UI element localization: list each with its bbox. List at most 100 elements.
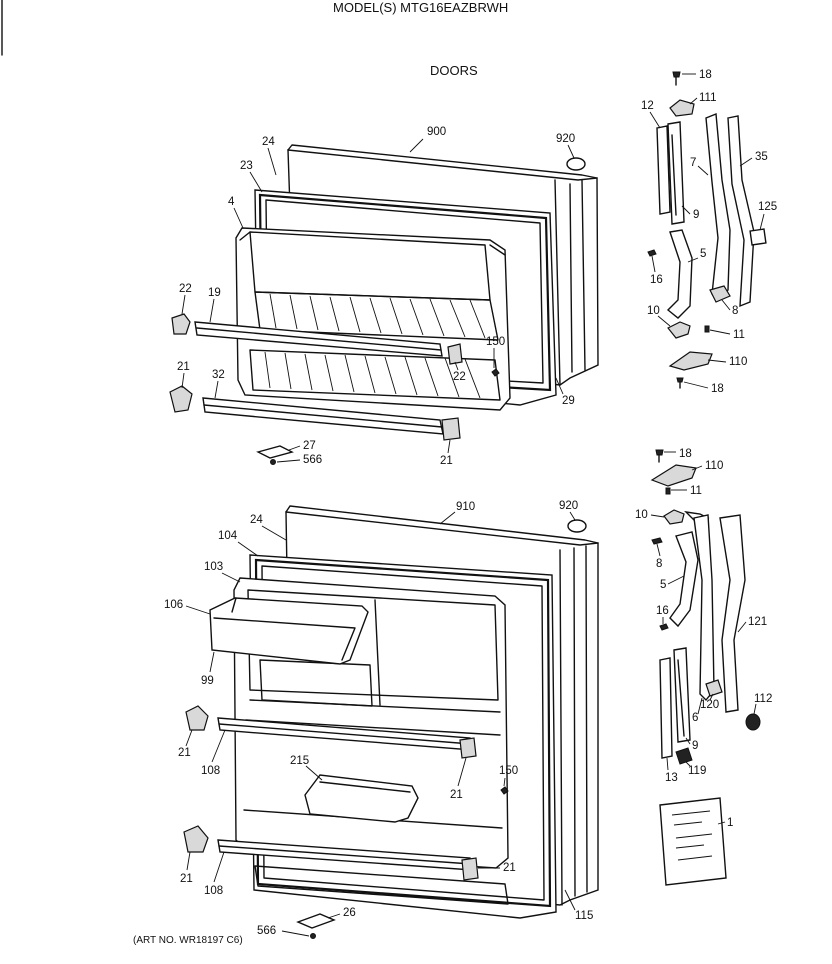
callout-12: 12: [641, 100, 654, 112]
plate-26: [296, 913, 336, 929]
callout-111: 111: [699, 92, 716, 104]
badge-125: [749, 228, 767, 246]
screw-18-upper-bottom: [676, 377, 684, 383]
callout-22-left: 22: [179, 283, 192, 295]
callout-104: 104: [218, 530, 238, 542]
callout-29: 29: [562, 395, 575, 407]
handle-cover-121: [719, 514, 746, 713]
callout-125: 125: [758, 201, 777, 213]
handle-6: [693, 514, 715, 702]
callout-18-c: 18: [679, 448, 692, 460]
bracket-21-left: [169, 385, 193, 413]
callout-32: 32: [212, 369, 225, 381]
callout-110-upper: 110: [729, 356, 747, 368]
screw-11-lower: [665, 487, 671, 495]
hinge-bracket-5-upper: [666, 229, 693, 319]
callout-8-lower: 8: [656, 558, 662, 570]
fresh-food-hinge-callouts: 18 110 11 10 8 5 16 121 120 112 6 9 13 1…: [635, 448, 772, 829]
callout-22-right: 22: [453, 371, 466, 383]
callout-119: 119: [688, 765, 706, 777]
screw-150: [491, 368, 500, 377]
callout-18-b: 18: [711, 383, 724, 395]
screw-8-lower: [651, 537, 663, 545]
callout-150-lower: 150: [499, 765, 518, 777]
hinge-plug-920: [566, 157, 586, 171]
plug-112: [745, 713, 761, 731]
bracket-21-lower-right-a: [459, 737, 477, 759]
strip-13: [659, 657, 673, 759]
callout-11-upper: 11: [733, 329, 745, 341]
freezer-upper-shelf-ribs: [269, 293, 486, 339]
callout-5-upper: 5: [700, 248, 706, 260]
callout-900: 900: [427, 126, 446, 138]
callout-21-lower-left-b: 21: [180, 873, 193, 885]
callout-5-lower: 5: [660, 579, 666, 591]
hinge-part-8-upper: [709, 285, 731, 303]
callout-110-lower: 110: [705, 460, 723, 472]
bracket-22-right: [447, 343, 463, 365]
fresh-food-door-assembly: [183, 505, 599, 939]
freezer-lower-shelf: [249, 349, 501, 401]
callout-108-lower: 108: [204, 885, 223, 897]
callout-9-upper: 9: [693, 209, 699, 221]
callout-23: 23: [240, 160, 253, 172]
callout-4: 4: [228, 196, 235, 208]
freezer-door-assembly: [169, 144, 599, 465]
callout-27: 27: [303, 440, 316, 452]
freezer-hinge-hardware: [647, 71, 767, 389]
bracket-21-right: [441, 417, 461, 441]
callout-11-lower: 11: [690, 485, 702, 497]
screw-566-lower: [310, 933, 316, 939]
callout-120: 120: [700, 699, 719, 711]
screw-16-upper: [647, 249, 657, 257]
callout-18-a: 18: [699, 69, 712, 81]
callout-115: 115: [575, 910, 593, 922]
bracket-21-lower-right-b: [461, 857, 479, 881]
callout-24-upper: 24: [262, 136, 275, 148]
callout-9-lower: 9: [692, 740, 698, 752]
freezer-upper-shelf: [254, 291, 499, 341]
bracket-22-left: [171, 313, 191, 335]
callout-13: 13: [665, 772, 678, 784]
freezer-inner-liner: [235, 227, 511, 411]
callout-19: 19: [208, 287, 221, 299]
callout-21-lower-right-a: 21: [450, 789, 463, 801]
callout-121: 121: [748, 616, 767, 628]
clip-120: [705, 679, 723, 697]
callout-910: 910: [456, 501, 475, 513]
hinge-plug-920-lower: [567, 519, 587, 533]
callout-10-lower: 10: [635, 509, 648, 521]
callout-215: 215: [290, 755, 309, 767]
screw-16-lower: [659, 623, 669, 631]
callout-8-upper: 8: [732, 305, 738, 317]
plate-27: [256, 445, 294, 459]
callout-35: 35: [755, 151, 768, 163]
dairy-bin-106: [209, 597, 369, 665]
callout-10-upper: 10: [647, 305, 660, 317]
callout-16-upper: 16: [650, 274, 663, 286]
callout-920-upper: 920: [556, 133, 575, 145]
callout-21-upper-right: 21: [440, 455, 453, 467]
fresh-food-hinge-hardware: [650, 449, 761, 886]
callout-1: 1: [727, 817, 733, 829]
callout-21-lower-right-b: 21: [503, 862, 516, 874]
bracket-21-lower-left-a: [185, 705, 209, 731]
callout-24-lower: 24: [250, 514, 263, 526]
bracket-21-lower-left-b: [183, 825, 209, 853]
handle-trim-9-lower: [673, 647, 691, 743]
callout-566-upper: 566: [303, 454, 322, 466]
bin-215: [304, 774, 419, 823]
callout-26: 26: [343, 907, 356, 919]
callout-108-upper: 108: [201, 765, 220, 777]
freezer-hinge-callouts: 18 111 12 7 35 9 125 5 16 8 10 11 110 18: [641, 69, 777, 395]
fresh-food-callouts: 910 920 24 104 103 106 99 21 108 215 21 …: [164, 500, 593, 937]
screw-18-lower: [655, 449, 664, 456]
art-number: (ART NO. WR18197 C6): [133, 935, 243, 946]
handle-7: [705, 113, 731, 302]
model-title: MODEL(S) MTG16EAZBRWH: [333, 0, 508, 15]
hinge-pin-10-lower: [663, 509, 685, 525]
hinge-bracket-5-lower: [669, 531, 699, 628]
screw-150-lower: [500, 786, 509, 795]
